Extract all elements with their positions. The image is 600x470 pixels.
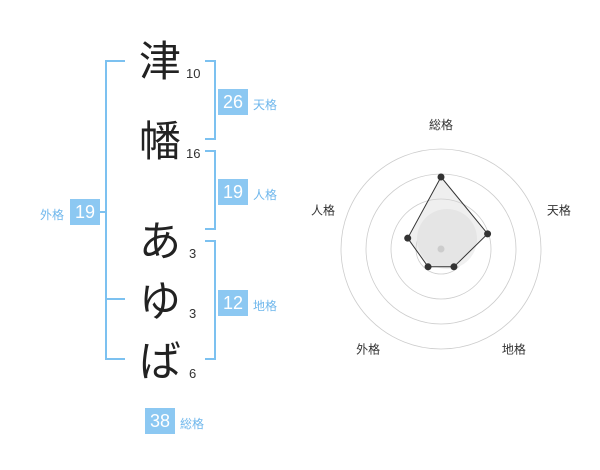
stroke-count-2: 16	[186, 146, 201, 161]
name-char-3: あ	[139, 217, 182, 266]
tenkaku-value: 26	[218, 89, 248, 115]
stroke-count-4: 3	[189, 306, 197, 321]
stroke-count-5: 6	[189, 366, 197, 381]
chikaku-value: 12	[218, 290, 248, 316]
radar-axis-label-2: 天格	[547, 203, 571, 218]
name-char-4: ゆ	[139, 277, 182, 326]
radar-center-shade	[417, 209, 477, 269]
radar-point-4	[424, 263, 432, 271]
name-char-1: 津	[139, 37, 182, 86]
gaikaku-bracket-top	[105, 60, 125, 62]
tenkaku-bracket-bottom	[205, 138, 216, 140]
chikaku-bracket-vertical	[214, 240, 216, 360]
jinkaku-bracket-top	[205, 150, 216, 152]
stroke-count-3: 3	[189, 246, 197, 261]
chikaku-bracket-top	[205, 240, 216, 242]
jinkaku-label: 人格	[253, 188, 278, 202]
gaikaku-value: 19	[70, 199, 100, 225]
name-char-5: ば	[139, 337, 182, 386]
radar-point-3	[450, 263, 458, 271]
radar-axis-label-4: 外格	[356, 341, 380, 356]
name-char-2: 幡	[139, 117, 182, 166]
radar-axis-label-5: 人格	[311, 203, 335, 218]
radar-point-5	[404, 234, 412, 242]
soukaku-label: 総格	[180, 417, 205, 431]
soukaku-value: 38	[145, 408, 175, 434]
radar-data-polygon	[407, 176, 489, 268]
radar-center-dot	[437, 245, 445, 253]
radar-axis-label-1: 総格	[429, 117, 453, 132]
gaikaku-bracket-connector	[99, 211, 107, 213]
tenkaku-bracket-top	[205, 60, 216, 62]
radar-point-1	[437, 173, 445, 181]
tenkaku-label: 天格	[253, 98, 278, 112]
jinkaku-bracket-bottom	[205, 228, 216, 230]
radar-grid-ring	[390, 198, 492, 300]
gaikaku-bracket-vertical	[105, 60, 107, 360]
jinkaku-value: 19	[218, 179, 248, 205]
gaikaku-bracket-middle	[105, 298, 125, 300]
stroke-count-1: 10	[186, 66, 201, 81]
gaikaku-bracket-bottom	[105, 358, 125, 360]
radar-grid-ring	[340, 148, 542, 350]
chikaku-bracket-bottom	[205, 358, 216, 360]
jinkaku-bracket-vertical	[214, 150, 216, 230]
tenkaku-bracket-vertical	[214, 60, 216, 140]
radar-point-2	[484, 230, 492, 238]
radar-axis-label-3: 地格	[502, 341, 526, 356]
gaikaku-label: 外格	[40, 208, 65, 222]
chikaku-label: 地格	[253, 299, 278, 313]
